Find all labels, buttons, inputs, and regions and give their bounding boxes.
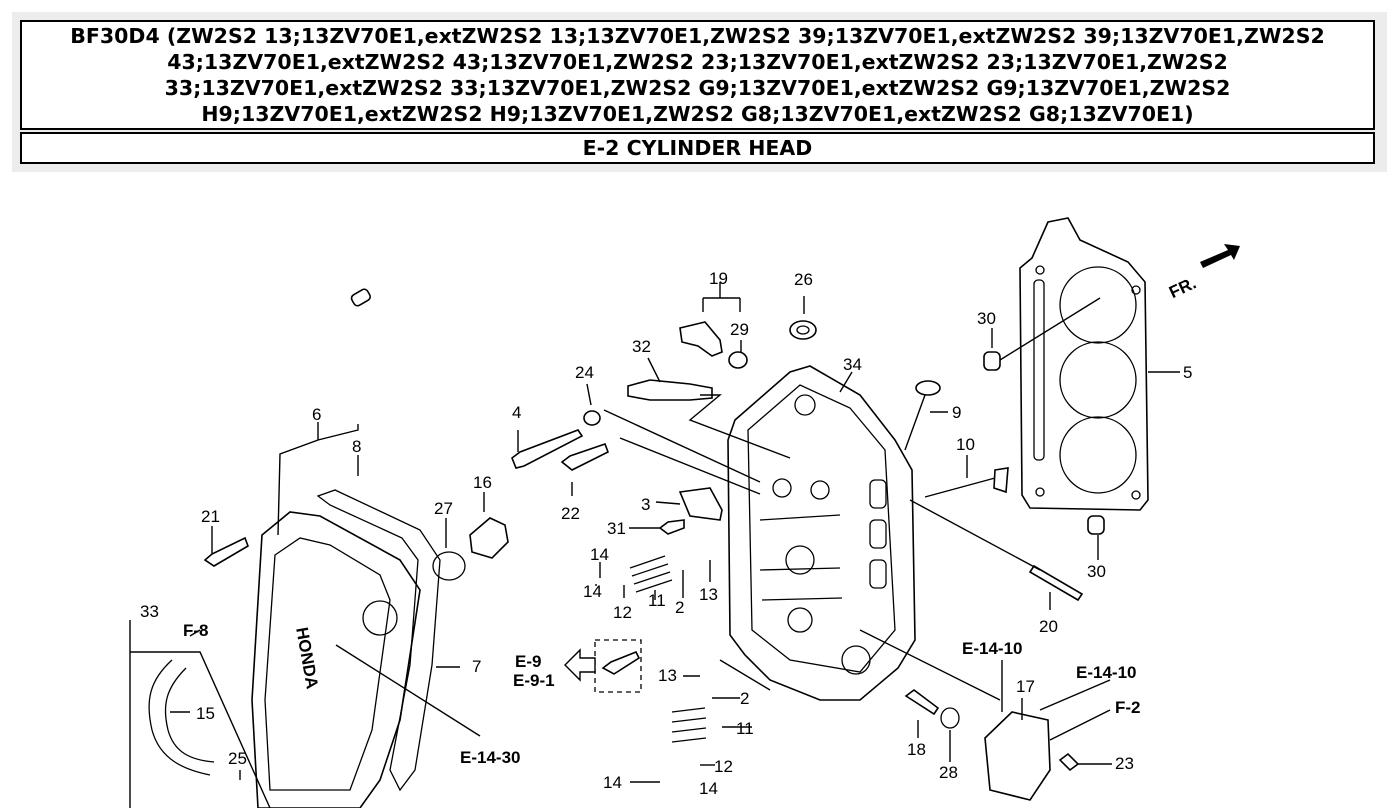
ref-e14-10-a[interactable]: E-14-10 bbox=[962, 639, 1022, 658]
breather-tube-15[interactable] bbox=[148, 659, 215, 776]
part-label: 15 bbox=[196, 704, 215, 723]
part-label: 17 bbox=[1016, 677, 1035, 696]
part-label: 24 bbox=[575, 363, 594, 382]
valve-spring-upper[interactable] bbox=[629, 555, 673, 593]
section-title: E-2 CYLINDER HEAD bbox=[20, 132, 1375, 164]
part-label: 33 bbox=[140, 602, 159, 621]
o-ring-27[interactable] bbox=[432, 551, 466, 581]
ref-arrow-e9-icon bbox=[564, 648, 596, 682]
cylinder-head[interactable] bbox=[727, 365, 916, 701]
plate-3[interactable] bbox=[678, 487, 723, 521]
exhaust-valve[interactable] bbox=[924, 467, 1009, 498]
part-label: 14 bbox=[699, 779, 718, 798]
valve-spring-lower[interactable] bbox=[671, 707, 707, 743]
model-title: BF30D4 (ZW2S2 13;13ZV70E1,extZW2S2 13;13… bbox=[20, 20, 1375, 130]
part-label: 32 bbox=[632, 337, 651, 356]
bolt-8[interactable] bbox=[350, 288, 372, 307]
part-label: 5 bbox=[1183, 363, 1192, 382]
oil-seal[interactable] bbox=[789, 320, 817, 340]
part-label: 11 bbox=[736, 719, 754, 738]
part-label: 22 bbox=[561, 504, 580, 523]
head-gasket[interactable] bbox=[1019, 217, 1149, 511]
part-label: 12 bbox=[714, 757, 733, 776]
part-label: 34 bbox=[843, 355, 862, 374]
thermostat-16[interactable] bbox=[469, 517, 509, 559]
part-label: 30 bbox=[1087, 562, 1106, 581]
header-panel: BF30D4 (ZW2S2 13;13ZV70E1,extZW2S2 13;13… bbox=[12, 12, 1387, 172]
leader-lines bbox=[129, 282, 1180, 808]
part-label: 12 bbox=[613, 603, 632, 622]
part-label: 21 bbox=[201, 507, 220, 526]
part-label: 7 bbox=[472, 657, 481, 676]
cover-gasket[interactable] bbox=[316, 489, 441, 792]
part-label: 11 bbox=[648, 591, 666, 610]
dowel-pin-top[interactable] bbox=[983, 351, 1001, 371]
ref-e14-30[interactable]: E-14-30 bbox=[460, 748, 520, 767]
water-temp-sensor[interactable] bbox=[679, 321, 723, 357]
part-label: 29 bbox=[730, 320, 749, 339]
part-label: 14 bbox=[583, 582, 602, 601]
part-label: 23 bbox=[1115, 754, 1134, 773]
part-number-labels: 19 26 29 32 24 34 30 5 4 9 6 8 10 16 27 … bbox=[140, 269, 1192, 798]
bolt-18[interactable] bbox=[904, 689, 940, 716]
part-label: 31 bbox=[607, 519, 626, 538]
part-label: 20 bbox=[1039, 617, 1058, 636]
part-label: 16 bbox=[473, 473, 492, 492]
intake-valve[interactable] bbox=[904, 380, 941, 451]
part-label: 13 bbox=[699, 585, 718, 604]
front-direction-arrow-icon: FR. bbox=[1166, 244, 1240, 302]
washer-24[interactable] bbox=[583, 410, 601, 426]
part-label: 9 bbox=[952, 403, 961, 422]
washer-29[interactable] bbox=[728, 351, 748, 369]
bolt-22[interactable] bbox=[560, 442, 610, 471]
part-label: 3 bbox=[641, 495, 650, 514]
part-label: 4 bbox=[512, 403, 521, 422]
parts-diagram: FR. HONDA bbox=[129, 217, 1240, 808]
part-label: 10 bbox=[956, 435, 975, 454]
washer-28[interactable] bbox=[940, 707, 960, 729]
part-label: 18 bbox=[907, 740, 926, 759]
part-label: 13 bbox=[658, 666, 677, 685]
cylinder-head-cover[interactable]: HONDA bbox=[251, 511, 421, 808]
ref-e9-1[interactable]: E-9-1 bbox=[513, 671, 555, 690]
part-label: 2 bbox=[675, 598, 684, 617]
bolt-4[interactable] bbox=[511, 429, 584, 469]
spark-plug[interactable] bbox=[627, 379, 713, 401]
part-label: 25 bbox=[228, 749, 247, 768]
part-label: 28 bbox=[939, 763, 958, 782]
bolt-23[interactable] bbox=[1058, 752, 1080, 772]
part-label: 26 bbox=[794, 270, 813, 289]
part-label: 19 bbox=[709, 269, 728, 288]
part-label: 30 bbox=[977, 309, 996, 328]
reference-labels: F-8 E-9 E-9-1 E-14-30 E-14-10 E-14-10 F-… bbox=[183, 621, 1141, 767]
ref-f8[interactable]: F-8 bbox=[183, 621, 209, 640]
ref-f2[interactable]: F-2 bbox=[1115, 698, 1141, 717]
bolt-31[interactable] bbox=[658, 519, 685, 535]
dowel-pin-bottom[interactable] bbox=[1087, 515, 1105, 535]
ref-e9[interactable]: E-9 bbox=[515, 652, 541, 671]
svg-text:FR.: FR. bbox=[1166, 273, 1199, 302]
part-label: 14 bbox=[603, 773, 622, 792]
part-label: 27 bbox=[434, 499, 453, 518]
stud-bolt-20[interactable] bbox=[1028, 564, 1084, 602]
fuel-pump-17[interactable] bbox=[984, 711, 1051, 801]
bolt-21[interactable] bbox=[203, 536, 249, 567]
part-label: 8 bbox=[352, 437, 361, 456]
dashed-detail-box bbox=[594, 639, 642, 693]
part-label: 6 bbox=[312, 405, 321, 424]
part-label: 2 bbox=[740, 689, 749, 708]
part-label: 14 bbox=[590, 545, 609, 564]
ref-e14-10-b[interactable]: E-14-10 bbox=[1076, 663, 1136, 682]
